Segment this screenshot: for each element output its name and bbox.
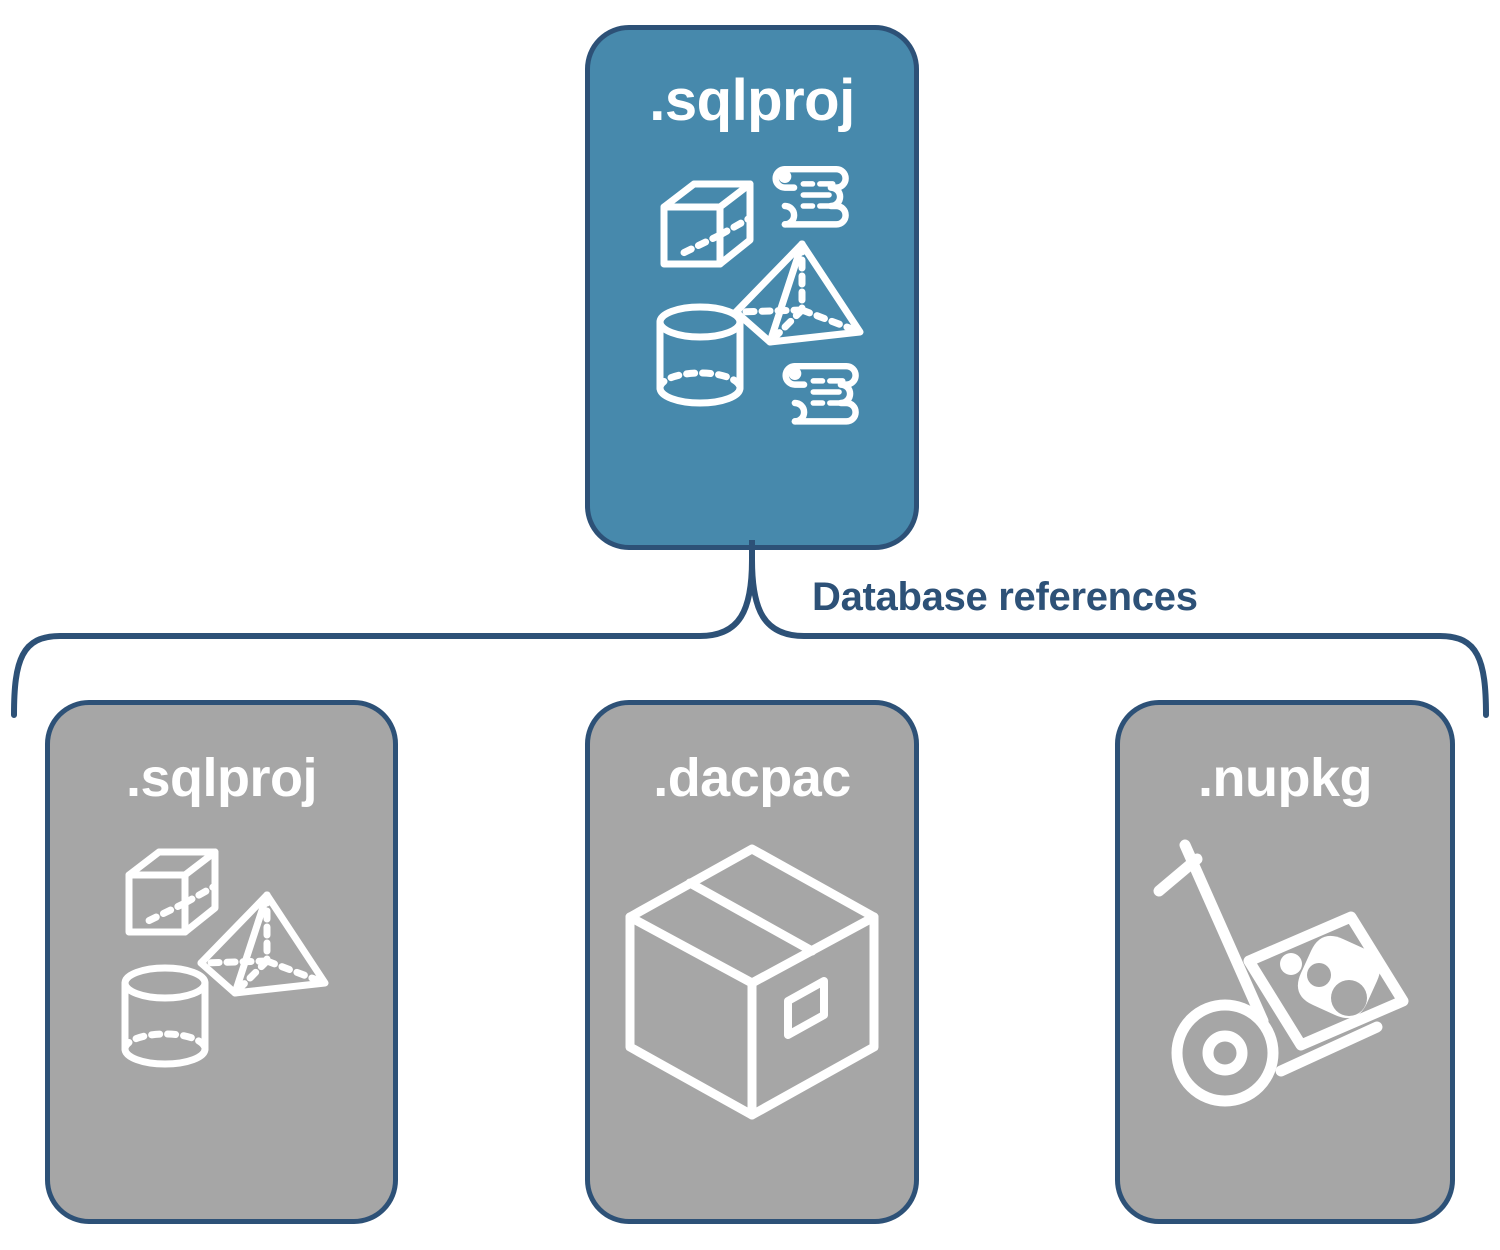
pyramid-icon bbox=[197, 891, 328, 997]
node-sqlproj-reference[interactable]: .sqlproj bbox=[45, 700, 398, 1224]
cylinder-icon bbox=[656, 303, 744, 407]
cylinder-icon bbox=[121, 964, 208, 1068]
database-objects-illustration bbox=[656, 165, 864, 425]
node-nupkg-label: .nupkg bbox=[1198, 748, 1372, 808]
database-references-label: Database references bbox=[812, 575, 1198, 619]
nuget-mark-holes bbox=[1307, 963, 1367, 1016]
sqlproj-reference-icon-group bbox=[107, 833, 337, 1083]
scroll-icon bbox=[782, 362, 859, 425]
node-nupkg[interactable]: .nupkg bbox=[1115, 700, 1455, 1224]
pyramid-icon bbox=[732, 240, 864, 346]
node-dacpac[interactable]: .dacpac bbox=[585, 700, 919, 1224]
cube-icon bbox=[125, 848, 218, 936]
node-sqlproj-reference-label: .sqlproj bbox=[125, 748, 318, 808]
sqlproj-objects-icon-group bbox=[632, 152, 872, 442]
hand-truck-package-icon bbox=[1153, 839, 1409, 1107]
nupkg-icon-group bbox=[1145, 833, 1425, 1113]
dacpac-icon-group bbox=[612, 833, 892, 1123]
node-sqlproj-root[interactable]: .sqlproj bbox=[585, 25, 919, 550]
node-dacpac-label: .dacpac bbox=[653, 748, 851, 808]
node-sqlproj-root-label: .sqlproj bbox=[649, 68, 855, 133]
database-objects-illustration bbox=[121, 848, 328, 1068]
cube-icon bbox=[660, 180, 754, 268]
brace-left-arm bbox=[11, 557, 755, 718]
package-box-icon bbox=[625, 844, 879, 1120]
scroll-icon bbox=[772, 165, 849, 228]
